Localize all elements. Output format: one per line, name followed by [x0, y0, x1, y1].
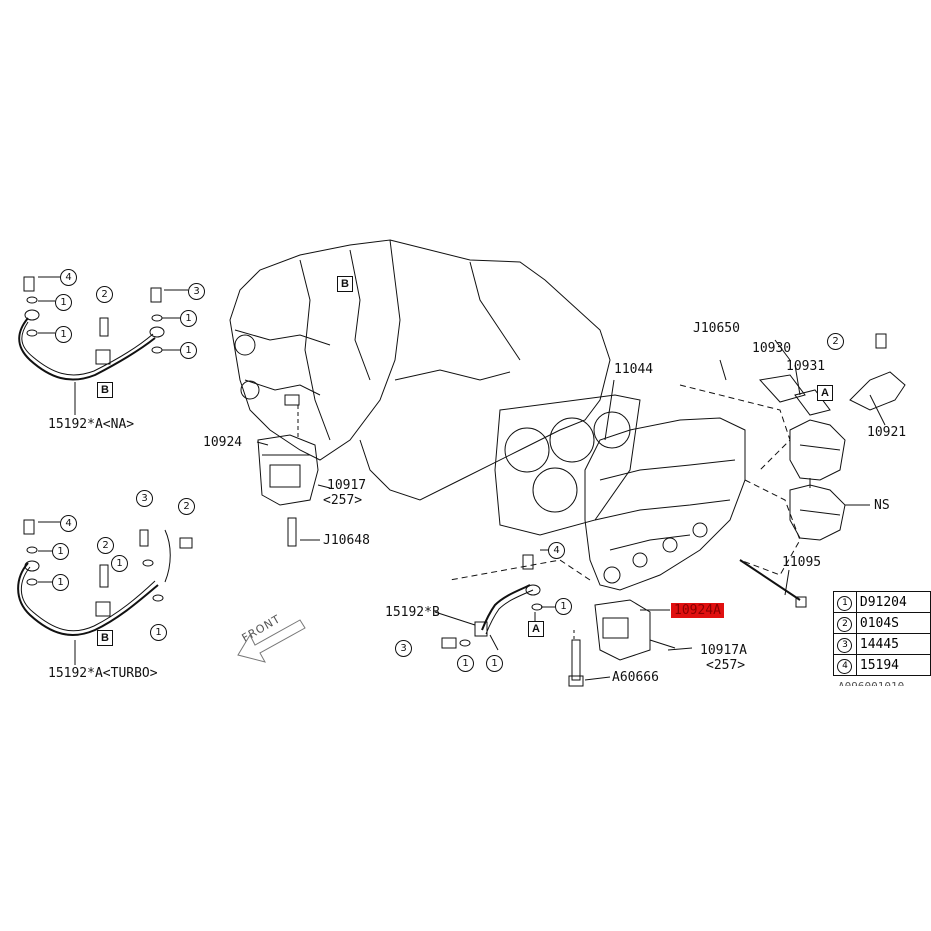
callout-1: 1: [52, 543, 69, 560]
legend-key-circle: 3: [837, 637, 853, 653]
callout-1: 1: [555, 598, 572, 615]
label-10924: 10924: [203, 435, 243, 450]
legend-part-number: 14445: [855, 633, 931, 655]
label-10930: 10930: [752, 341, 792, 356]
label-15192-b: 15192*B: [385, 605, 440, 620]
label-10917: 10917: [327, 478, 367, 493]
label-10931: 10931: [786, 359, 826, 374]
callout-1: 1: [180, 310, 197, 327]
legend-key: 3: [833, 633, 857, 655]
callout-3: 3: [136, 490, 153, 507]
callout-3: 3: [188, 283, 205, 300]
callout-4: 4: [60, 269, 77, 286]
oil-pipe-turbo-drawing: [17, 519, 193, 665]
callout-2: 2: [178, 498, 195, 515]
cylinder-head-drawing: [449, 384, 801, 591]
camshaft-drawing: [719, 333, 906, 608]
ocv-right-drawing: [568, 599, 676, 687]
callout-2: 2: [97, 537, 114, 554]
reference-box-b: B: [337, 276, 353, 292]
callout-1: 1: [111, 555, 128, 572]
legend-key-circle: 1: [837, 595, 853, 611]
head-gasket-drawing: [494, 394, 641, 536]
callout-1: 1: [55, 326, 72, 343]
leader-lines: [256, 339, 886, 681]
label-10917a: 10917A: [700, 643, 747, 658]
callout-1: 1: [180, 342, 197, 359]
oil-pipe-na-drawing: [18, 276, 188, 415]
callout-2: 2: [827, 333, 844, 350]
label-15192-a-turbo: 15192*A<TURBO>: [48, 666, 158, 681]
legend-part-number: 15194: [855, 654, 931, 676]
oil-pipe-b-drawing: [441, 549, 560, 651]
label-a60666: A60666: [612, 670, 659, 685]
callout-1: 1: [55, 294, 72, 311]
legend-key: 4: [833, 654, 857, 676]
legend-key-circle: 2: [837, 616, 853, 632]
callout-3: 3: [395, 640, 412, 657]
label-ns: NS: [874, 498, 890, 513]
ocv-left-drawing: [257, 434, 331, 547]
reference-box-a: A: [528, 621, 544, 637]
legend-key: 1: [833, 591, 857, 613]
label-10917a-sub: <257>: [706, 658, 746, 673]
label-j10650: J10650: [693, 321, 740, 336]
front-arrow: [237, 619, 306, 663]
callout-4: 4: [548, 542, 565, 559]
reference-box-b: B: [97, 630, 113, 646]
legend-part-number: D91204: [855, 591, 931, 613]
engine-block-drawing: [229, 239, 611, 501]
label-15192-a-na: 15192*A<NA>: [48, 417, 135, 432]
callout-1: 1: [150, 624, 167, 641]
highlighted-part-10924a[interactable]: 10924A: [671, 603, 724, 618]
label-j10648: J10648: [323, 533, 370, 548]
reference-box-b: B: [97, 382, 113, 398]
callout-1: 1: [52, 574, 69, 591]
reference-box-a: A: [817, 385, 833, 401]
legend-part-number: 0104S: [855, 612, 931, 634]
label-11095: 11095: [782, 555, 822, 570]
label-11044: 11044: [614, 362, 654, 377]
callout-1: 1: [486, 655, 503, 672]
callout-2: 2: [96, 286, 113, 303]
callout-1: 1: [457, 655, 474, 672]
label-10917-sub: <257>: [323, 493, 363, 508]
label-10921: 10921: [867, 425, 907, 440]
illustration-code: A096001010: [838, 680, 904, 686]
legend-key: 2: [833, 612, 857, 634]
legend-key-circle: 4: [837, 658, 853, 674]
callout-4: 4: [60, 515, 77, 532]
